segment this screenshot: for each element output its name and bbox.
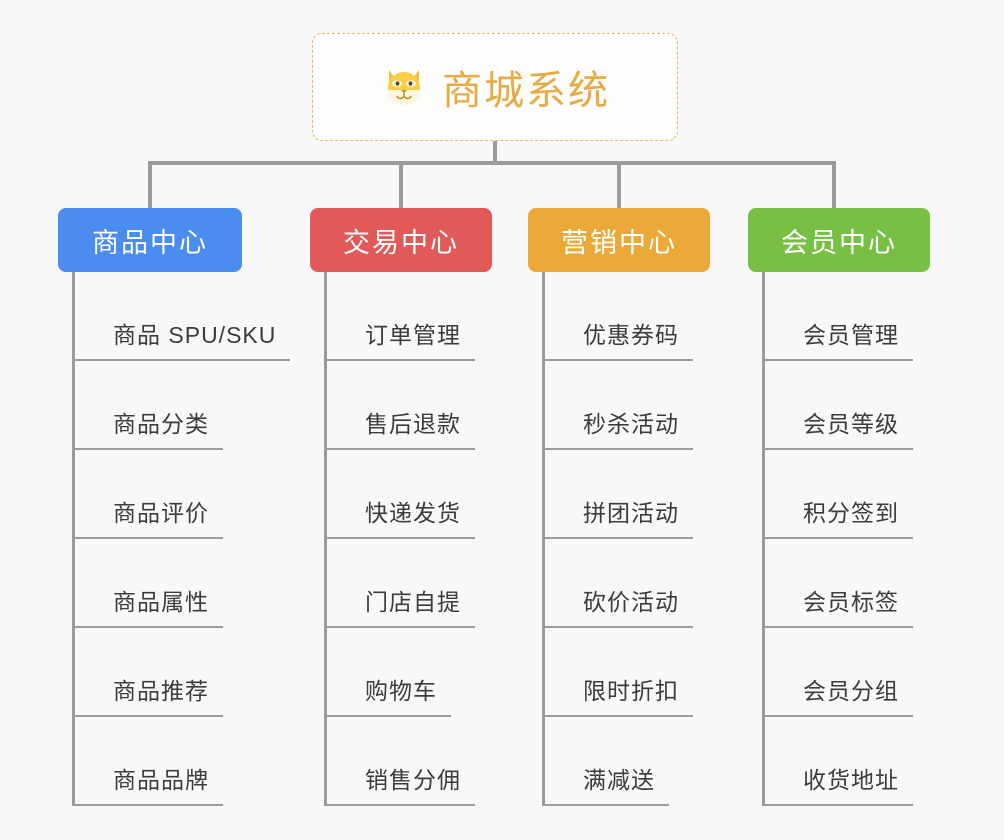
branch-item-label: 秒杀活动 xyxy=(545,405,693,450)
branch-item-list: 会员管理会员等级积分签到会员标签会员分组收货地址 xyxy=(762,272,930,806)
connector-drop-4 xyxy=(832,161,836,209)
branch-item-label: 订单管理 xyxy=(327,316,475,361)
branch-column: 会员中心会员管理会员等级积分签到会员标签会员分组收货地址 xyxy=(748,208,930,806)
connector-drop-2 xyxy=(399,161,403,209)
branch-item[interactable]: 售后退款 xyxy=(327,361,492,450)
root-node[interactable]: 商城系统 xyxy=(312,33,678,141)
branch-item[interactable]: 商品品牌 xyxy=(75,717,242,806)
branch-item[interactable]: 积分签到 xyxy=(765,450,930,539)
branch-item-label: 会员等级 xyxy=(765,405,913,450)
branch-item-label: 购物车 xyxy=(327,672,451,717)
branch-item[interactable]: 会员等级 xyxy=(765,361,930,450)
branch-item-list: 订单管理售后退款快递发货门店自提购物车销售分佣 xyxy=(324,272,492,806)
branch-header[interactable]: 营销中心 xyxy=(528,208,710,272)
branch-item-label: 商品评价 xyxy=(75,494,223,539)
branch-item-label: 拼团活动 xyxy=(545,494,693,539)
branch-item-list: 商品 SPU/SKU 商品分类商品评价商品属性商品推荐商品品牌 xyxy=(72,272,291,806)
branch-item-label: 商品属性 xyxy=(75,583,223,628)
branch-header-label: 营销中心 xyxy=(561,227,677,258)
branch-item-label: 商品推荐 xyxy=(75,672,223,717)
branch-item[interactable]: 商品属性 xyxy=(75,539,242,628)
branch-item[interactable]: 订单管理 xyxy=(327,272,492,361)
branch-item-label: 商品品牌 xyxy=(75,761,223,806)
branch-item[interactable]: 购物车 xyxy=(327,628,492,717)
branch-item-list: 优惠券码秒杀活动拼团活动砍价活动限时折扣满减送 xyxy=(542,272,710,806)
branch-item-label: 售后退款 xyxy=(327,405,475,450)
branch-item-label: 会员管理 xyxy=(765,316,913,361)
branch-item-label: 砍价活动 xyxy=(545,583,693,628)
branch-item[interactable]: 商品推荐 xyxy=(75,628,242,717)
branch-header-label: 交易中心 xyxy=(343,227,459,258)
branch-header[interactable]: 交易中心 xyxy=(310,208,492,272)
branch-item[interactable]: 拼团活动 xyxy=(545,450,710,539)
branch-item[interactable]: 秒杀活动 xyxy=(545,361,710,450)
branch-item[interactable]: 优惠券码 xyxy=(545,272,710,361)
branch-item[interactable]: 会员管理 xyxy=(765,272,930,361)
branch-item[interactable]: 门店自提 xyxy=(327,539,492,628)
branch-item[interactable]: 会员标签 xyxy=(765,539,930,628)
branch-item-label: 积分签到 xyxy=(765,494,913,539)
branch-item-label: 商品分类 xyxy=(75,405,223,450)
connector-horizontal-bar xyxy=(148,161,836,165)
branch-column: 营销中心优惠券码秒杀活动拼团活动砍价活动限时折扣满减送 xyxy=(528,208,710,806)
branch-item-label: 商品 SPU/SKU xyxy=(75,316,291,361)
branch-item[interactable]: 收货地址 xyxy=(765,717,930,806)
branch-item-label: 会员分组 xyxy=(765,672,913,717)
connector-drop-3 xyxy=(617,161,621,209)
root-title: 商城系统 xyxy=(442,69,610,113)
branch-item[interactable]: 商品评价 xyxy=(75,450,242,539)
branch-column: 交易中心订单管理售后退款快递发货门店自提购物车销售分佣 xyxy=(310,208,492,806)
branch-item[interactable]: 商品 SPU/SKU xyxy=(75,272,291,361)
branch-item-label: 快递发货 xyxy=(327,494,475,539)
connector-root-stem xyxy=(493,141,497,165)
branch-header[interactable]: 会员中心 xyxy=(748,208,930,272)
branch-item-label: 满减送 xyxy=(545,761,669,806)
branch-item[interactable]: 商品分类 xyxy=(75,361,242,450)
branch-item[interactable]: 快递发货 xyxy=(327,450,492,539)
branch-item-label: 优惠券码 xyxy=(545,316,693,361)
branch-item[interactable]: 销售分佣 xyxy=(327,717,492,806)
branch-header-label: 商品中心 xyxy=(92,227,208,258)
branch-item-label: 销售分佣 xyxy=(327,761,475,806)
branch-header-label: 会员中心 xyxy=(781,227,897,258)
connector-drop-1 xyxy=(148,161,152,209)
branch-item-label: 收货地址 xyxy=(765,761,913,806)
branch-item-label: 会员标签 xyxy=(765,583,913,628)
branch-item[interactable]: 砍价活动 xyxy=(545,539,710,628)
branch-item-label: 门店自提 xyxy=(327,583,475,628)
branch-item[interactable]: 满减送 xyxy=(545,717,710,806)
branch-column: 商品中心商品 SPU/SKU 商品分类商品评价商品属性商品推荐商品品牌 xyxy=(58,208,291,806)
branch-item[interactable]: 限时折扣 xyxy=(545,628,710,717)
branch-header[interactable]: 商品中心 xyxy=(58,208,242,272)
branch-item[interactable]: 会员分组 xyxy=(765,628,930,717)
dog-face-icon xyxy=(380,63,428,111)
branch-item-label: 限时折扣 xyxy=(545,672,693,717)
